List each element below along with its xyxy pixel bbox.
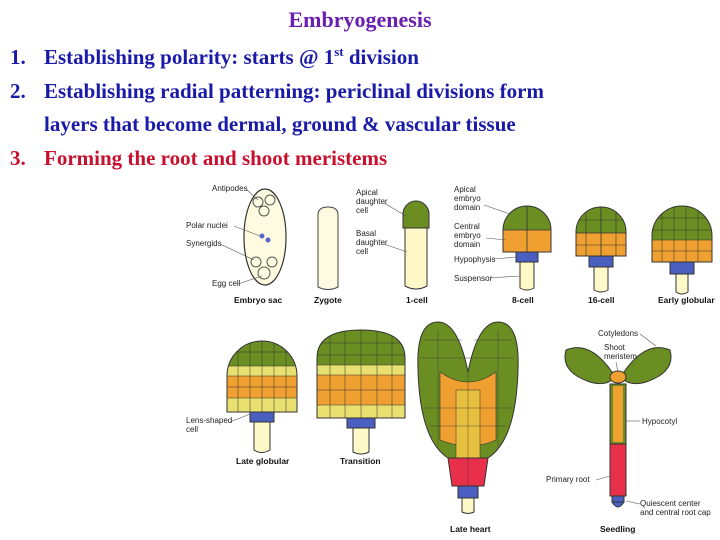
point-1: 1. Establishing polarity: starts @ 1st di… xyxy=(10,44,419,70)
point-1-number: 1. xyxy=(10,45,26,69)
label-lens-shaped-cell-2: cell xyxy=(186,425,198,434)
seedling-diagram xyxy=(564,347,672,508)
label-quiescent-center-1: Quiescent center xyxy=(640,499,701,508)
point-1-superscript: st xyxy=(334,44,344,59)
point-1-text-end: division xyxy=(343,45,419,69)
stage-one-cell: 1-cell xyxy=(406,295,428,305)
stage-late-globular: Late globular xyxy=(236,456,290,466)
stage-seedling: Seedling xyxy=(600,524,635,534)
label-shoot-meristem-1: Shoot xyxy=(604,343,626,352)
point-1-text: Establishing polarity: starts @ 1 xyxy=(44,45,335,69)
label-apical-embryo-domain-1: Apical xyxy=(454,185,476,194)
point-2: 2. Establishing radial patterning: pericl… xyxy=(10,79,544,104)
point-3-text: Forming the root and shoot meristems xyxy=(44,146,388,170)
stage-zygote: Zygote xyxy=(314,295,342,305)
label-cotyledons: Cotyledons xyxy=(598,329,638,338)
label-primary-root: Primary root xyxy=(546,475,590,484)
point-3: 3. Forming the root and shoot meristems xyxy=(10,146,387,171)
label-apical-embryo-domain-2: embryo xyxy=(454,194,481,203)
label-quiescent-center-2: and central root cap xyxy=(640,508,711,517)
one-cell-diagram xyxy=(402,200,430,290)
point-2-continuation: layers that become dermal, ground & vasc… xyxy=(44,112,516,136)
stage-transition: Transition xyxy=(340,456,381,466)
label-basal-daughter-cell-1: Basal xyxy=(356,229,376,238)
stage-eight-cell: 8-cell xyxy=(512,295,534,305)
zygote-diagram xyxy=(317,206,339,290)
early-globular-diagram xyxy=(651,205,713,295)
label-basal-daughter-cell-2: daughter xyxy=(356,238,388,247)
label-synergids: Synergids xyxy=(186,239,222,248)
stage-late-heart: Late heart xyxy=(450,524,491,534)
embryo-sac-diagram xyxy=(243,188,287,286)
label-apical-embryo-domain-3: domain xyxy=(454,203,480,212)
point-2-text: Establishing radial patterning: periclin… xyxy=(44,79,544,103)
label-hypophysis: Hypophysis xyxy=(454,255,495,264)
stage-early-globular: Early globular xyxy=(658,295,715,305)
label-antipodes: Antipodes xyxy=(212,184,248,193)
point-2-number: 2. xyxy=(10,79,26,103)
label-central-embryo-domain-2: embryo xyxy=(454,231,481,240)
label-suspensor: Suspensor xyxy=(454,274,493,283)
label-apical-daughter-cell-3: cell xyxy=(356,206,368,215)
late-heart-diagram xyxy=(417,321,519,514)
label-central-embryo-domain-3: domain xyxy=(454,240,480,249)
label-apical-daughter-cell-2: daughter xyxy=(356,197,388,206)
stage-embryo-sac: Embryo sac xyxy=(234,295,282,305)
label-lens-shaped-cell-1: Lens-shaped xyxy=(186,416,232,425)
label-polar-nuclei: Polar nuclei xyxy=(186,221,228,230)
sixteen-cell-diagram xyxy=(575,206,627,293)
late-globular-diagram xyxy=(226,340,298,453)
label-hypocotyl: Hypocotyl xyxy=(642,417,677,426)
label-egg-cell: Egg cell xyxy=(212,279,241,288)
label-shoot-meristem-2: meristem xyxy=(604,352,637,361)
page-title: Embryogenesis xyxy=(288,7,432,32)
label-central-embryo-domain-1: Central xyxy=(454,222,480,231)
label-basal-daughter-cell-3: cell xyxy=(356,247,368,256)
stage-sixteen-cell: 16-cell xyxy=(588,295,614,305)
label-apical-daughter-cell-1: Apical xyxy=(356,188,378,197)
point-3-number: 3. xyxy=(10,146,26,170)
transition-diagram xyxy=(316,329,406,455)
